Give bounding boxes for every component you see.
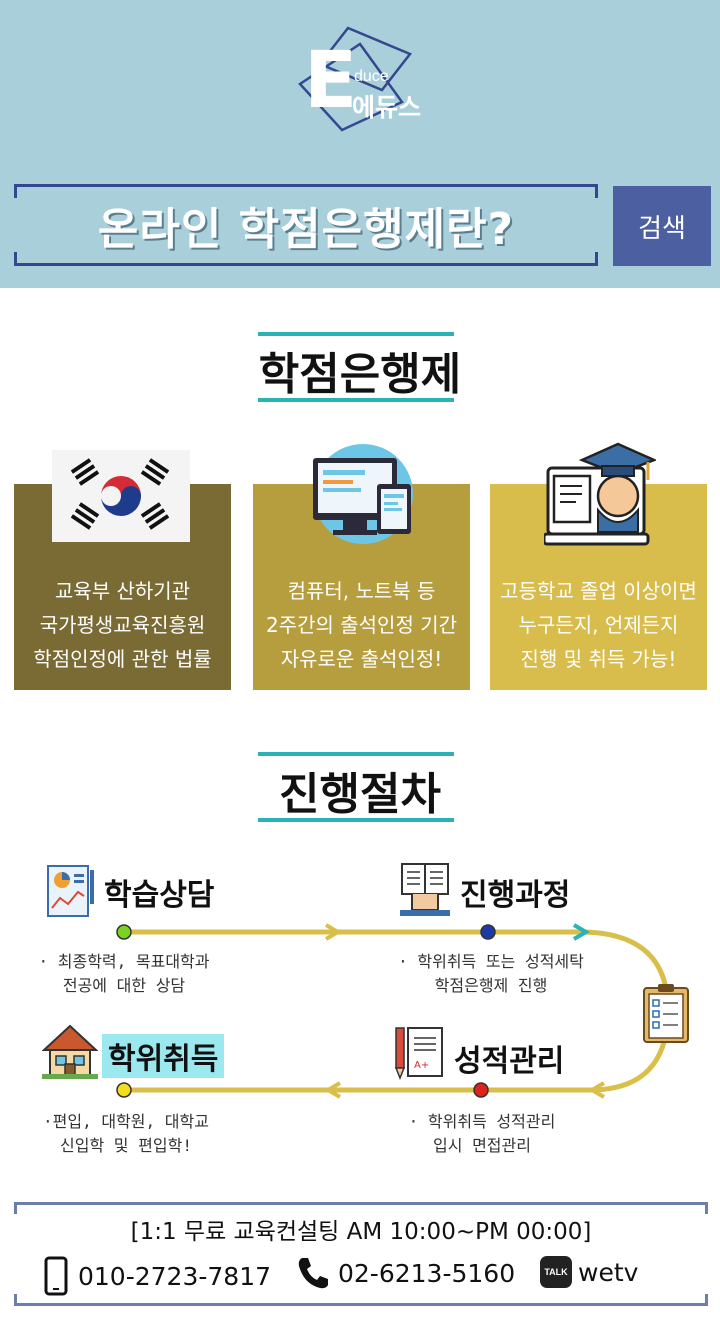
step-dot — [116, 924, 132, 940]
mobile-contact[interactable]: 010-2723-7817 — [44, 1256, 271, 1296]
info-card-attendance: 컴퓨터, 노트북 등 2주간의 출석인정 기간 자유로운 출석인정! — [253, 484, 470, 690]
talk-badge: TALK — [544, 1267, 568, 1277]
search-text: 온라인 학점은행제란? — [97, 204, 515, 255]
title-bar-top — [258, 752, 454, 756]
section-procedure: 진행절차 — [0, 752, 720, 824]
arrow-left-icon — [324, 1081, 342, 1099]
step-title-consult: 학습상담 — [104, 878, 215, 913]
desc-line: · 학위취득 성적관리 — [408, 1112, 556, 1131]
desc-line: 입시 면접관리 — [433, 1136, 531, 1155]
section-title: 진행절차 — [279, 769, 441, 820]
computer-tablet-icon — [313, 444, 413, 544]
search-frame-top — [14, 184, 598, 198]
card-line: 컴퓨터, 노트북 등 — [287, 579, 436, 603]
consult-hours: [1:1 무료 교육컨설팅 AM 10:00~PM 00:00] — [130, 1219, 592, 1245]
footer-frame-bottom — [14, 1294, 708, 1306]
card-line: 자유로운 출석인정! — [280, 647, 443, 671]
mobile-number: 010-2723-7817 — [78, 1261, 272, 1291]
phone-number: 02-6213-5160 — [338, 1258, 516, 1288]
card-line: 국가평생교육진흥원 — [39, 613, 206, 637]
graduate-laptop-icon — [544, 442, 656, 546]
search-frame-bottom — [14, 252, 598, 266]
section-credit-bank: 학점은행제 — [0, 332, 720, 404]
arrow-left-icon — [588, 1081, 606, 1099]
section-title: 학점은행제 — [258, 349, 462, 400]
search-button[interactable]: 검색 — [613, 186, 711, 266]
logo-letter: E — [304, 36, 358, 126]
card-line: 학점인정에 관한 법률 — [33, 647, 212, 671]
korea-flag-icon — [52, 450, 190, 542]
step-title-progress: 진행과정 — [460, 878, 571, 913]
info-card-eligibility: 고등학교 졸업 이상이면 누구든지, 언제든지 진행 및 취득 가능! — [490, 484, 707, 690]
desc-line: · 최종학력, 목표대학과 — [38, 952, 210, 971]
step-desc-grades: · 학위취득 성적관리 입시 면접관리 — [382, 1110, 582, 1158]
contact-footer: [1:1 무료 교육컨설팅 AM 10:00~PM 00:00] 010-272… — [14, 1202, 708, 1306]
educe-logo[interactable]: E duce 에듀스 — [290, 24, 440, 134]
desc-line: 신입학 및 편입학! — [60, 1136, 192, 1155]
telephone-icon — [298, 1258, 328, 1289]
step-title-degree: 학위취득 — [102, 1034, 225, 1078]
reading-book-icon — [400, 863, 450, 916]
kakao-id: wetv — [578, 1257, 639, 1287]
card-line: 교육부 산하기관 — [54, 579, 191, 603]
mobile-phone-icon — [44, 1256, 68, 1296]
step-dot — [473, 1082, 489, 1098]
step-desc-degree: ·편입, 대학원, 대학교 신입학 및 편입학! — [26, 1110, 226, 1158]
desc-line: 학점은행제 진행 — [434, 976, 548, 995]
svg-text:A+: A+ — [414, 1060, 429, 1071]
step-desc-progress: · 학위취득 또는 성적세탁 학점은행제 진행 — [376, 950, 606, 998]
arrow-right-icon — [572, 923, 590, 941]
logo-frame-icon — [298, 26, 412, 132]
phone-contact[interactable]: 02-6213-5160 — [296, 1256, 515, 1290]
card-line: 고등학교 졸업 이상이면 — [500, 579, 697, 603]
grade-paper-icon: A+ — [394, 1027, 443, 1080]
logo-korean: 에듀스 — [352, 93, 422, 122]
title-bar-top — [258, 332, 454, 336]
title-bar-bottom — [258, 818, 454, 822]
kakaotalk-icon: TALK — [540, 1256, 572, 1288]
kakao-contact[interactable]: TALK wetv — [540, 1256, 638, 1288]
desc-line: 전공에 대한 상담 — [62, 976, 186, 995]
step-dot — [480, 924, 496, 940]
card-line: 2주간의 출석인정 기간 — [265, 613, 458, 637]
footer-frame-top — [14, 1202, 708, 1214]
desc-line: ·편입, 대학원, 대학교 — [43, 1112, 209, 1131]
desc-line: · 학위취득 또는 성적세탁 — [398, 952, 584, 971]
logo-english: duce — [354, 68, 389, 85]
header-banner: E duce 에듀스 온라인 학점은행제란? 검색 — [0, 0, 720, 288]
card-line: 누구든지, 언제든지 — [518, 613, 679, 637]
title-bar-bottom — [258, 398, 454, 402]
process-path — [116, 923, 689, 1099]
clipboard-icon — [643, 984, 689, 1043]
arrow-right-icon — [324, 923, 342, 941]
search-input[interactable]: 온라인 학점은행제란? — [14, 184, 598, 266]
report-chart-icon — [47, 865, 94, 917]
step-desc-consult: · 최종학력, 목표대학과 전공에 대한 상담 — [24, 950, 224, 998]
card-line: 진행 및 취득 가능! — [520, 647, 677, 671]
step-title-grades: 성적관리 — [454, 1044, 565, 1079]
house-icon — [42, 1024, 98, 1079]
step-dot — [116, 1082, 132, 1098]
